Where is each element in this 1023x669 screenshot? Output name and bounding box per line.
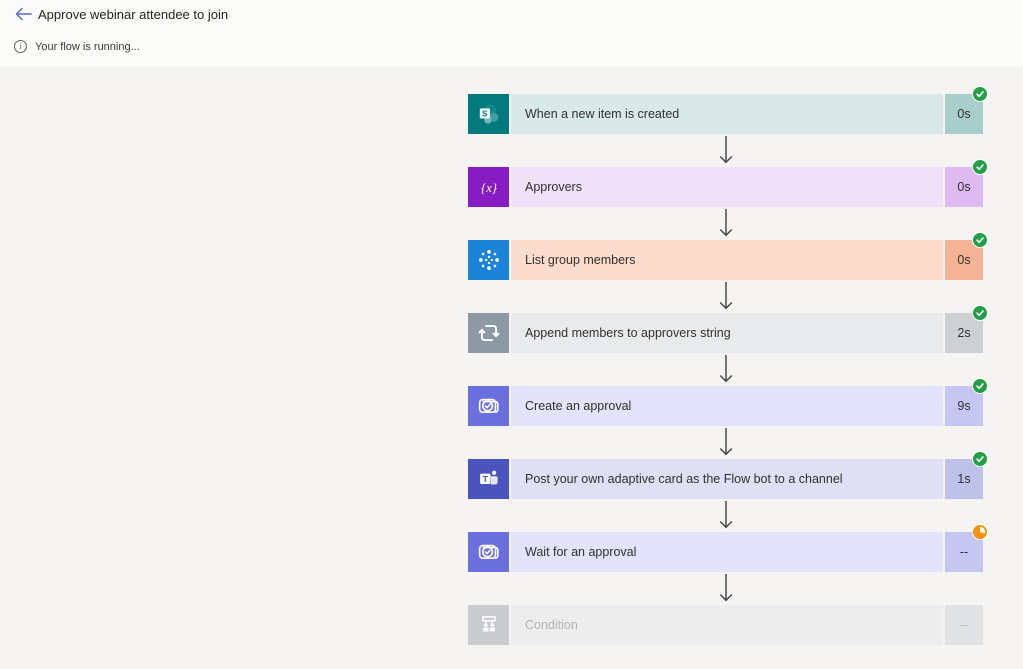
info-icon: i bbox=[14, 40, 27, 53]
svg-text:{x}: {x} bbox=[480, 180, 497, 195]
flow-step: T Post your own adaptive card as the Flo… bbox=[468, 451, 988, 499]
condition-icon bbox=[468, 605, 509, 645]
azure-ad-icon bbox=[468, 240, 509, 280]
flow-step-card[interactable]: Create an approval 9s bbox=[468, 378, 988, 426]
approvals-icon bbox=[468, 386, 509, 426]
step-title: Create an approval bbox=[525, 399, 632, 413]
flow-step-card[interactable]: {x} Approvers 0s bbox=[468, 159, 988, 207]
step-duration: -- bbox=[959, 545, 969, 559]
connector-arrow bbox=[468, 353, 983, 386]
flow-step: Create an approval 9s bbox=[468, 378, 988, 426]
success-badge bbox=[972, 378, 988, 394]
status-message: Your flow is running... bbox=[35, 40, 140, 53]
approvals-icon bbox=[468, 532, 509, 572]
step-title: Condition bbox=[525, 618, 578, 632]
connector-arrow-icon bbox=[719, 500, 732, 528]
flow-step-card[interactable]: Condition -- bbox=[468, 605, 983, 645]
connector-arrow-icon bbox=[719, 427, 732, 455]
flow-step-card[interactable]: List group members 0s bbox=[468, 232, 988, 280]
svg-text:S: S bbox=[482, 109, 488, 118]
step-title: Approvers bbox=[525, 180, 582, 194]
back-arrow-icon bbox=[15, 7, 32, 21]
flow-step-card[interactable]: Wait for an approval -- bbox=[468, 524, 988, 572]
connector-arrow bbox=[468, 134, 983, 167]
step-duration: 0s bbox=[957, 107, 971, 121]
step-duration: -- bbox=[959, 618, 969, 632]
flow-step-card[interactable]: T Post your own adaptive card as the Flo… bbox=[468, 451, 988, 499]
connector-arrow bbox=[468, 207, 983, 240]
flow-step-card[interactable]: S When a new item is created 0s bbox=[468, 86, 988, 134]
success-badge bbox=[972, 86, 988, 102]
flow-step-card[interactable]: Append members to approvers string 2s bbox=[468, 305, 988, 353]
flow-canvas: S When a new item is created 0s {x} Appr… bbox=[0, 67, 1023, 669]
teams-icon: T bbox=[468, 459, 509, 499]
flow-step: Condition -- bbox=[468, 605, 983, 645]
flow-step: S When a new item is created 0s bbox=[468, 86, 988, 134]
connector-arrow bbox=[468, 280, 983, 313]
flow-step: List group members 0s bbox=[468, 232, 988, 280]
step-title: Append members to approvers string bbox=[525, 326, 731, 340]
running-badge bbox=[972, 524, 988, 540]
step-title: Wait for an approval bbox=[525, 545, 637, 559]
step-title: List group members bbox=[525, 253, 636, 267]
flow-step: Append members to approvers string 2s bbox=[468, 305, 988, 353]
flow-column: S When a new item is created 0s {x} Appr… bbox=[468, 86, 988, 645]
step-title: When a new item is created bbox=[525, 107, 680, 121]
step-duration: 2s bbox=[957, 326, 971, 340]
success-badge bbox=[972, 232, 988, 248]
connector-arrow-icon bbox=[719, 135, 732, 163]
header: Approve webinar attendee to join i Your … bbox=[0, 0, 1023, 53]
flow-step: {x} Approvers 0s bbox=[468, 159, 988, 207]
step-duration: 9s bbox=[957, 399, 971, 413]
success-badge bbox=[972, 159, 988, 175]
svg-text:T: T bbox=[482, 474, 488, 484]
variables-icon: {x} bbox=[468, 167, 509, 207]
success-badge bbox=[972, 451, 988, 467]
connector-arrow bbox=[468, 426, 983, 459]
connector-arrow-icon bbox=[719, 281, 732, 309]
page-title: Approve webinar attendee to join bbox=[38, 7, 229, 22]
sharepoint-icon: S bbox=[468, 94, 509, 134]
back-button[interactable] bbox=[12, 3, 34, 25]
connector-arrow bbox=[468, 572, 983, 605]
step-title: Post your own adaptive card as the Flow … bbox=[525, 472, 843, 486]
step-duration: 0s bbox=[957, 253, 971, 267]
connector-arrow-icon bbox=[719, 208, 732, 236]
success-badge bbox=[972, 305, 988, 321]
connector-arrow-icon bbox=[719, 354, 732, 382]
status-bar: i Your flow is running... bbox=[14, 40, 140, 53]
apply-to-each-icon bbox=[468, 313, 509, 353]
connector-arrow-icon bbox=[719, 573, 732, 601]
connector-arrow bbox=[468, 499, 983, 532]
flow-step: Wait for an approval -- bbox=[468, 524, 988, 572]
step-duration: 1s bbox=[957, 472, 971, 486]
step-duration: 0s bbox=[957, 180, 971, 194]
